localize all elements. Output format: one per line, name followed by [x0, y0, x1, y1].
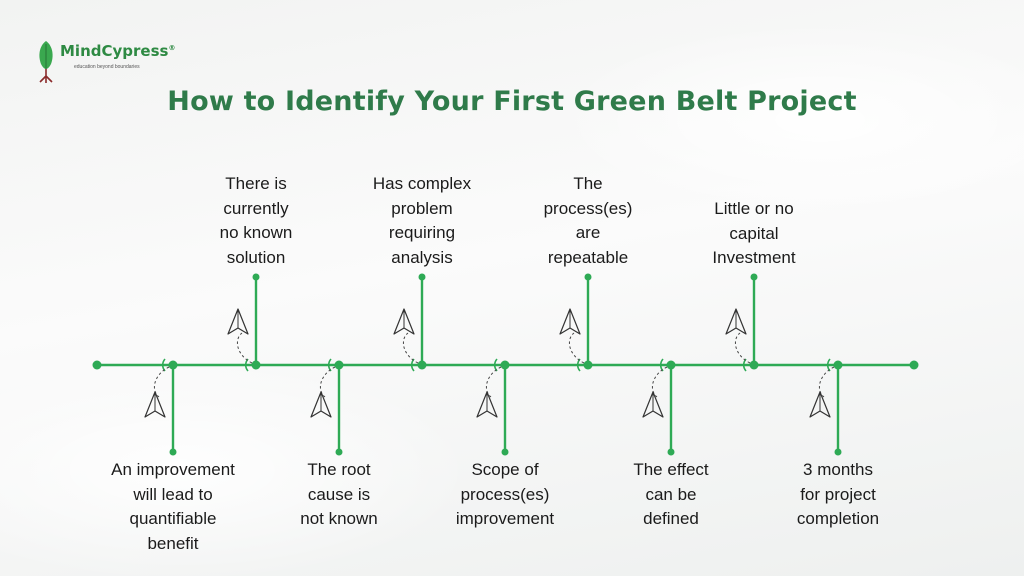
logo: MindCypress® education beyond boundaries: [34, 38, 184, 86]
top-paper-plane-icon-1: [393, 308, 415, 335]
top-criterion-label-2: The process(es) are repeatable: [543, 174, 633, 267]
page-title: How to Identify Your First Green Belt Pr…: [167, 86, 857, 117]
top-node-ring-3: [742, 358, 747, 372]
bottom-paper-plane-icon-3: [642, 391, 664, 418]
bottom-node-4: [833, 360, 843, 370]
top-node-ring-0: [244, 358, 249, 372]
bottom-node-ring-3: [659, 358, 664, 372]
bottom-node-3: [666, 360, 676, 370]
bottom-swirl-0: [153, 366, 170, 398]
top-node-1: [417, 360, 427, 370]
bottom-swirl-1: [319, 366, 336, 398]
bottom-connector-tip-3: [667, 448, 675, 456]
bottom-node-ring-2: [493, 358, 498, 372]
bottom-criterion-label-4: 3 months for project completion: [796, 460, 880, 528]
top-criterion-label-0: There is currently no known solution: [219, 174, 293, 267]
top-connector-tip-2: [584, 273, 592, 281]
top-node-ring-1: [410, 358, 415, 372]
top-swirl-0: [236, 332, 253, 364]
bottom-connector-tip-1: [335, 448, 343, 456]
timeline-end-dot: [909, 360, 919, 370]
top-node-ring-2: [576, 358, 581, 372]
bottom-paper-plane-icon-0: [144, 391, 166, 418]
bottom-node-ring-1: [327, 358, 332, 372]
bottom-swirl-4: [818, 366, 835, 398]
bottom-paper-plane-icon-4: [809, 391, 831, 418]
bottom-criterion-label-3: The effect can be defined: [633, 460, 709, 528]
timeline-start-dot: [92, 360, 102, 370]
bottom-swirl-2: [485, 366, 502, 398]
top-paper-plane-icon-2: [559, 308, 581, 335]
top-criterion-label-3: Little or no capital Investment: [712, 199, 796, 267]
top-node-2: [583, 360, 593, 370]
top-paper-plane-icon-3: [725, 308, 747, 335]
bottom-node-1: [334, 360, 344, 370]
bottom-paper-plane-icon-2: [476, 391, 498, 418]
top-swirl-3: [734, 332, 751, 364]
top-node-0: [251, 360, 261, 370]
bottom-node-2: [500, 360, 510, 370]
top-connector-tip-3: [750, 273, 758, 281]
logo-tagline: education beyond boundaries: [74, 64, 140, 70]
bottom-criterion-label-1: The root cause is not known: [300, 460, 378, 528]
bottom-criterion-label-2: Scope of process(es) improvement: [455, 460, 555, 528]
logo-wordmark: MindCypress®: [60, 42, 176, 60]
top-connector-tip-0: [252, 273, 260, 281]
top-swirl-2: [568, 332, 585, 364]
bottom-connector-tip-2: [501, 448, 509, 456]
bottom-connector-tip-4: [834, 448, 842, 456]
top-paper-plane-icon-0: [227, 308, 249, 335]
bottom-node-0: [168, 360, 178, 370]
bottom-paper-plane-icon-1: [310, 391, 332, 418]
top-connector-tip-1: [418, 273, 426, 281]
bottom-swirl-3: [651, 366, 668, 398]
bottom-criterion-label-0: An improvement will lead to quantifiable…: [111, 460, 235, 553]
bottom-node-ring-0: [161, 358, 166, 372]
top-criterion-label-1: Has complex problem requiring analysis: [372, 174, 472, 267]
bottom-node-ring-4: [826, 358, 831, 372]
top-node-3: [749, 360, 759, 370]
top-swirl-1: [402, 332, 419, 364]
bottom-connector-tip-0: [169, 448, 177, 456]
tree-logo-icon: [39, 41, 53, 83]
